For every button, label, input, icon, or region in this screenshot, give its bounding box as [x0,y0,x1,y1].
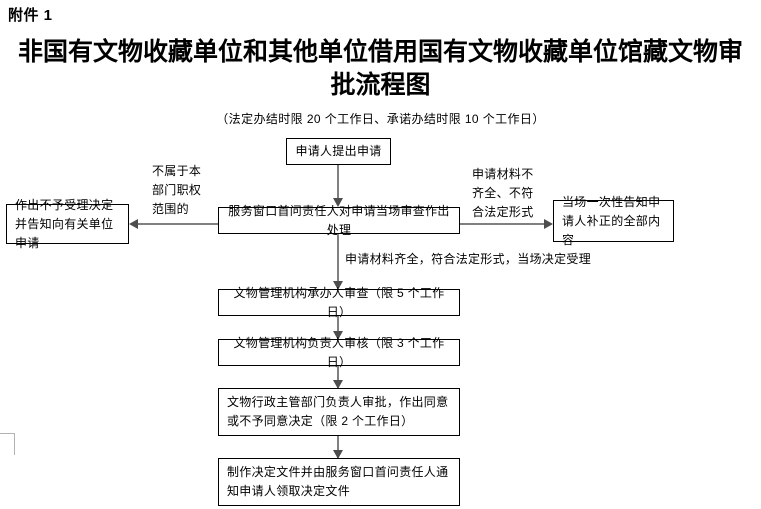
edge-label-incomplete-materials: 申请材料不 齐全、不符 合法定形式 [472,167,534,219]
crop-mark-horizontal [0,433,15,434]
connector-window-to-staff [337,234,339,286]
arrowhead-right-notify [544,219,553,229]
flow-node-apply[interactable]: 申请人提出申请 [286,138,391,165]
connector-apply-to-window [337,165,339,203]
flow-node-director-approval[interactable]: 文物行政主管部门负责人审批，作出同意或不予同意决定（限 2 个工作日） [218,388,460,436]
connector-window-to-notify [460,223,544,225]
edge-label-not-jurisdiction: 不属于本 部门职权 范围的 [152,164,202,216]
edge-label-accepted: 申请材料齐全，符合法定形式，当场决定受理 [345,252,592,266]
flow-node-issue-document-label: 制作决定文件并由服务窗口首问责任人通知申请人领取决定文件 [227,465,449,498]
flow-node-head-review[interactable]: 文物管理机构负责人审核（限 3 个工作日） [218,336,460,369]
page-title: 非国有文物收藏单位和其他单位借用国有文物收藏单位馆藏文物审批流程图 [17,39,743,99]
arrowhead-down-director-approval [333,380,343,389]
flow-node-staff-review-label: 文物管理机构承办人审查（限 5 个工作日） [233,285,445,319]
attachment-label: 附件 1 [8,7,53,24]
flow-node-apply-label: 申请人提出申请 [295,144,382,158]
connector-director-to-issue [337,436,339,459]
crop-mark-vertical [14,433,15,455]
flow-node-reject-not-jurisdiction[interactable]: 作出不予受理决定并告知向有关单位申请 [6,198,129,250]
flow-node-director-approval-label: 文物行政主管部门负责人审批，作出同意或不予同意决定（限 2 个工作日） [227,395,449,428]
flow-node-notify-supplement[interactable]: 当场一次性告知申请人补正的全部内容 [553,195,674,247]
flow-node-issue-document[interactable]: 制作决定文件并由服务窗口首问责任人通知申请人领取决定文件 [218,458,460,506]
arrowhead-down-head-review [333,331,343,340]
arrowhead-down-window-review [333,198,343,207]
flow-node-notify-label: 当场一次性告知申请人补正的全部内容 [562,194,661,247]
flow-node-head-review-label: 文物管理机构负责人审核（限 3 个工作日） [233,335,445,369]
connector-head-to-director [337,366,339,388]
connector-staff-to-head [337,316,339,339]
arrowhead-left-reject [129,219,138,229]
connector-window-to-reject [138,223,218,225]
flow-node-staff-review[interactable]: 文物管理机构承办人审查（限 5 个工作日） [218,286,460,319]
flow-node-reject-label: 作出不予受理决定并告知向有关单位申请 [15,197,114,250]
flow-node-window-review[interactable]: 服务窗口首问责任人对申请当场审查作出处理 [218,204,460,237]
arrowhead-down-issue-document [333,450,343,459]
arrowhead-down-staff-review [333,281,343,290]
flow-node-window-review-label: 服务窗口首问责任人对申请当场审查作出处理 [228,203,450,237]
page-subtitle: （法定办结时限 20 个工作日、承诺办结时限 10 个工作日） [216,112,545,126]
